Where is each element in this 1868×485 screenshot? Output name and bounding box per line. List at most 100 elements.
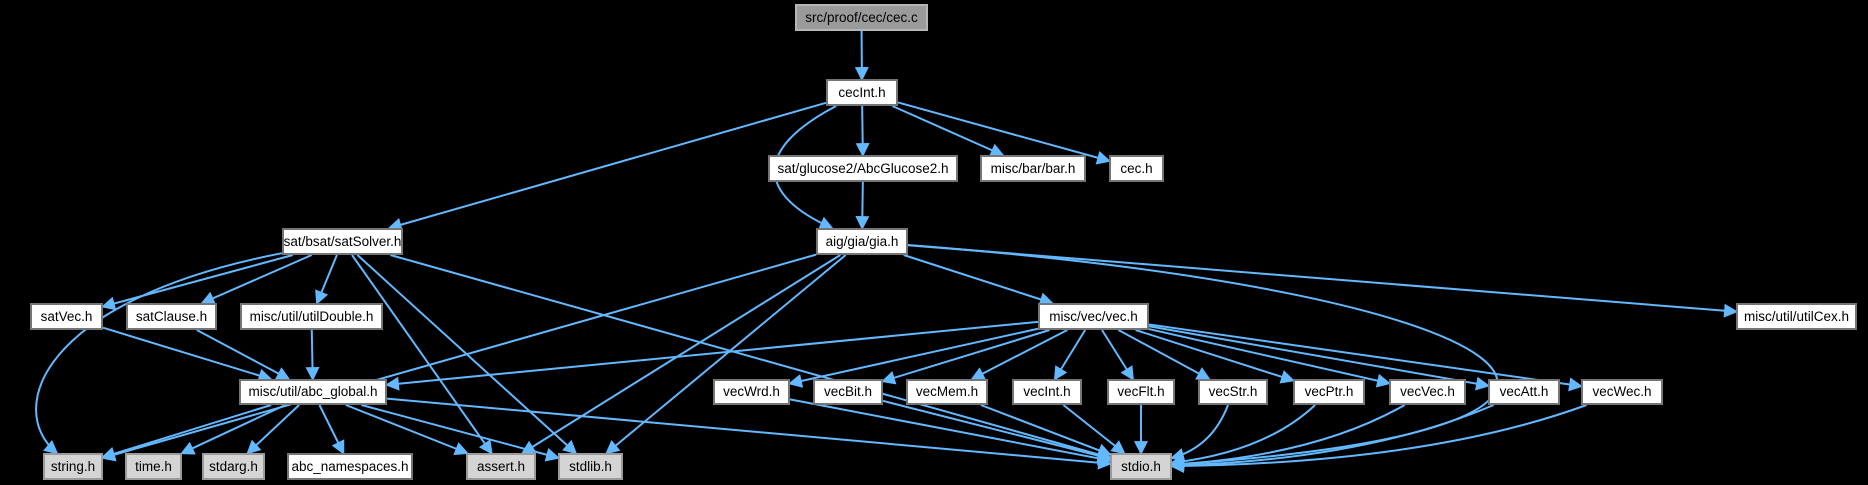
node-label: assert.h <box>476 458 526 474</box>
node-assert_h: assert.h <box>466 453 536 480</box>
node-vecFlt_h[interactable]: vecFlt.h <box>1107 379 1175 405</box>
edge-vecWec_h-to-stdio_h <box>1169 404 1587 473</box>
node-label: cec.h <box>1120 160 1153 176</box>
node-vecInt_h[interactable]: vecInt.h <box>1012 379 1082 405</box>
node-abcGlucose2_h[interactable]: sat/glucose2/AbcGlucose2.h <box>768 155 958 182</box>
edge-gia_h-to-utilCex_h <box>907 244 1739 318</box>
node-vec_h[interactable]: misc/vec/vec.h <box>1038 303 1149 330</box>
node-label: vecAtt.h <box>1499 384 1549 400</box>
edge-gia_h-to-vec_h <box>903 254 1054 306</box>
node-vecPtr_h[interactable]: vecPtr.h <box>1293 379 1365 405</box>
edge-vecBit_h-to-stdio_h <box>882 399 1113 463</box>
node-label: satVec.h <box>40 308 93 324</box>
node-label: vecFlt.h <box>1117 384 1165 400</box>
edge-abc_global_h-to-stdlib_h <box>361 404 561 462</box>
node-vecAtt_h[interactable]: vecAtt.h <box>1488 379 1560 405</box>
edge-vec_h-to-vecWec_h <box>1148 323 1584 392</box>
edge-vecPtr_h-to-stdio_h <box>1169 404 1316 469</box>
edge-abc_global_h-to-stdio_h <box>386 397 1113 470</box>
node-utilCex_h[interactable]: misc/util/utilCex.h <box>1736 303 1857 330</box>
edge-abc_global_h-to-abc_namespaces_h <box>318 404 345 455</box>
edge-abc_global_h-to-string_h <box>100 404 272 461</box>
edge-vec_h-to-vecWrd_h <box>787 327 1039 388</box>
edge-abc_global_h-to-stdarg_h <box>246 404 300 455</box>
edge-satClause_h-to-abc_global_h <box>196 329 291 380</box>
node-satClause_h[interactable]: satClause.h <box>126 303 217 330</box>
node-label: src/proof/cec/cec.c <box>805 9 918 25</box>
node-label: vecPtr.h <box>1304 384 1354 400</box>
node-stdio_h: stdio.h <box>1110 453 1172 480</box>
edge-gia_h-to-stdio_h <box>907 244 1499 471</box>
edge-abcGlucose2_h-to-gia_h <box>855 181 870 231</box>
edge-vec_h-to-vecBit_h <box>880 329 1050 385</box>
node-label: vecWec.h <box>1592 384 1652 400</box>
edge-cecInt_h-to-satSolver_h <box>387 101 827 232</box>
edge-utilDouble_h-to-abc_global_h <box>305 329 320 382</box>
node-label: satClause.h <box>135 308 208 324</box>
node-label: stdlib.h <box>569 458 612 474</box>
edge-satSolver_h-to-stdio_h <box>390 254 1113 462</box>
edge-satSolver_h-to-utilDouble_h <box>315 254 338 305</box>
node-label: abc_namespaces.h <box>291 458 409 474</box>
edge-gia_h-to-stdlib_h <box>605 254 847 455</box>
node-satSolver_h[interactable]: sat/bsat/satSolver.h <box>282 228 403 255</box>
node-label: stdio.h <box>1121 458 1161 474</box>
node-label: misc/bar/bar.h <box>990 160 1076 176</box>
edge-vec_h-to-vecStr_h <box>1117 329 1211 380</box>
node-label: vecStr.h <box>1208 384 1258 400</box>
edge-gia_h-to-assert_h <box>520 254 841 455</box>
edge-vecAtt_h-to-stdio_h <box>1169 404 1494 473</box>
node-label: stdarg.h <box>209 458 258 474</box>
edge-cecInt_h-to-cec_h <box>897 101 1112 165</box>
node-cec_c: src/proof/cec/cec.c <box>795 4 928 31</box>
edge-vec_h-to-vecInt_h <box>1053 329 1087 381</box>
edge-satSolver_h-to-string_h <box>35 252 283 455</box>
node-label: vecWrd.h <box>723 384 780 400</box>
edge-gia_h-to-string_h <box>100 253 817 462</box>
edge-cecInt_h-to-abcGlucose2_h <box>855 105 870 158</box>
edge-cecInt_h-to-bar_h <box>891 105 1005 157</box>
edge-abc_global_h-to-time_h <box>180 404 286 455</box>
edge-vec_h-to-vecVec_h <box>1148 328 1392 388</box>
node-vecStr_h[interactable]: vecStr.h <box>1198 379 1268 405</box>
node-vecVec_h[interactable]: vecVec.h <box>1389 379 1466 405</box>
node-bar_h[interactable]: misc/bar/bar.h <box>980 155 1086 182</box>
edge-vec_h-to-vecMem_h <box>970 329 1068 380</box>
edge-satSolver_h-to-satVec_h <box>100 254 294 311</box>
node-vecWec_h[interactable]: vecWec.h <box>1581 379 1663 405</box>
node-stdlib_h: stdlib.h <box>558 453 623 480</box>
node-label: sat/glucose2/AbcGlucose2.h <box>777 160 949 176</box>
node-label: time.h <box>135 458 172 474</box>
edge-vec_h-to-vecPtr_h <box>1135 329 1295 384</box>
node-gia_h[interactable]: aig/gia/gia.h <box>816 228 908 255</box>
node-cec_h[interactable]: cec.h <box>1109 155 1164 182</box>
edge-satSolver_h-to-assert_h <box>351 254 493 455</box>
node-label: vecBit.h <box>823 384 873 400</box>
node-label: vecVec.h <box>1400 384 1455 400</box>
node-cecInt_h[interactable]: cecInt.h <box>826 79 898 106</box>
node-label: vecInt.h <box>1023 384 1071 400</box>
edge-vecStr_h-to-stdio_h <box>1169 404 1229 462</box>
edge-vecInt_h-to-stdio_h <box>1062 404 1126 455</box>
node-utilDouble_h[interactable]: misc/util/utilDouble.h <box>240 303 383 330</box>
edge-vecWrd_h-to-stdio_h <box>789 398 1113 466</box>
node-label: sat/bsat/satSolver.h <box>283 233 402 249</box>
node-label: cecInt.h <box>838 84 886 100</box>
node-abc_namespaces_h[interactable]: abc_namespaces.h <box>287 453 413 480</box>
node-vecWrd_h[interactable]: vecWrd.h <box>713 379 790 405</box>
node-abc_global_h[interactable]: misc/util/abc_global.h <box>239 379 387 405</box>
node-vecMem_h[interactable]: vecMem.h <box>906 379 988 405</box>
node-label: aig/gia/gia.h <box>825 233 899 249</box>
edge-vec_h-to-abc_global_h <box>384 320 1039 391</box>
node-stdarg_h: stdarg.h <box>202 453 265 480</box>
edge-satVec_h-to-abc_global_h <box>102 326 273 383</box>
node-label: misc/vec/vec.h <box>1049 308 1138 324</box>
node-label: vecMem.h <box>915 384 979 400</box>
node-vecBit_h[interactable]: vecBit.h <box>813 379 883 405</box>
node-satVec_h[interactable]: satVec.h <box>30 303 103 330</box>
edge-satSolver_h-to-satClause_h <box>200 254 313 305</box>
node-time_h: time.h <box>125 453 182 480</box>
edge-vec_h-to-vecFlt_h <box>1101 329 1134 381</box>
